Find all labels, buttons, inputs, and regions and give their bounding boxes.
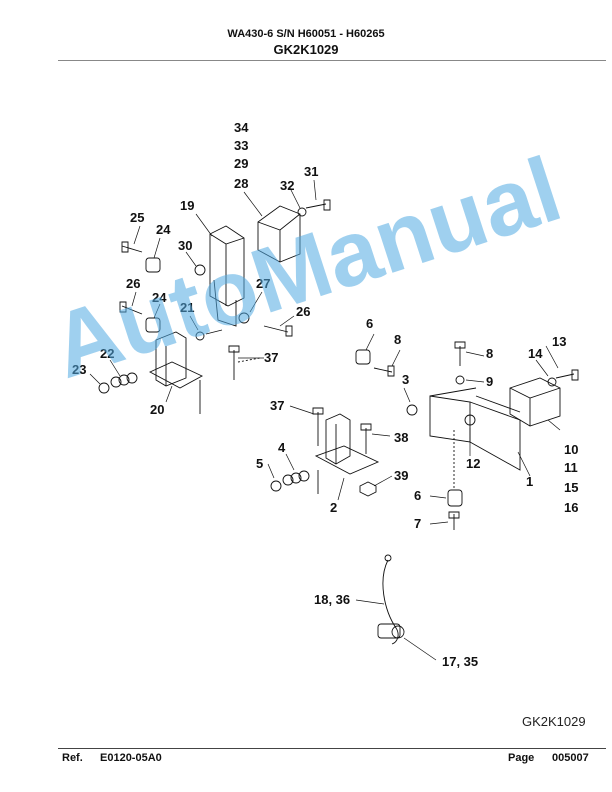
washer-21 — [195, 331, 205, 341]
bolt-8a — [373, 365, 395, 377]
callout-37a: 37 — [264, 350, 278, 365]
callout-1: 1 — [526, 474, 533, 489]
bolt-13 — [555, 369, 579, 381]
callout-12: 12 — [466, 456, 480, 471]
callout-31: 31 — [304, 164, 318, 179]
sleeve-6b — [447, 489, 463, 507]
washer-9 — [455, 375, 465, 385]
part-block-28 — [257, 205, 301, 263]
callout-27: 27 — [256, 276, 270, 291]
nut-5 — [270, 480, 282, 492]
sleeve-24a — [145, 257, 161, 273]
callout-9: 9 — [486, 374, 493, 389]
sleeve-24b — [145, 317, 161, 333]
callout-23: 23 — [72, 362, 86, 377]
callout-19: 19 — [180, 198, 194, 213]
callout-32: 32 — [280, 178, 294, 193]
callout-20: 20 — [150, 402, 164, 417]
callout-2: 2 — [330, 500, 337, 515]
callout-30: 30 — [178, 238, 192, 253]
callout-11: 11 — [564, 460, 578, 475]
bolt-8b — [454, 341, 466, 366]
page-value: 005007 — [552, 752, 589, 764]
bolt-38 — [360, 423, 372, 454]
washer-32 — [297, 207, 307, 217]
callout-15: 15 — [564, 480, 578, 495]
diagram-drawing — [89, 179, 579, 661]
callout-28: 28 — [234, 176, 248, 191]
callout-18-36: 18, 36 — [314, 592, 350, 607]
callout-17-35: 17, 35 — [442, 654, 478, 669]
callout-34: 34 — [234, 120, 249, 135]
washers-4 — [282, 470, 310, 486]
callout-26a: 26 — [126, 276, 140, 291]
nut-23 — [98, 382, 110, 394]
callout-3: 3 — [402, 372, 409, 387]
figure-code-title: GK2K1029 — [273, 42, 339, 57]
header-divider — [58, 60, 606, 61]
part-block-10 — [509, 377, 561, 427]
callout-24a: 24 — [156, 222, 171, 237]
callout-labels: 34 33 29 28 31 32 19 25 24 30 27 26 24 2… — [72, 120, 578, 669]
bolt-31 — [305, 199, 331, 211]
washer-3 — [406, 404, 418, 416]
callout-7: 7 — [414, 516, 421, 531]
callout-24b: 24 — [152, 290, 167, 305]
callout-16: 16 — [564, 500, 578, 515]
callout-29: 29 — [234, 156, 248, 171]
callout-10: 10 — [564, 442, 578, 457]
bolt-25 — [121, 241, 143, 253]
nut-30 — [194, 264, 206, 276]
callout-26b: 26 — [296, 304, 310, 319]
figure-footer-code: GK2K1029 — [522, 714, 586, 729]
bolt-26b — [263, 325, 293, 337]
leader-lines — [89, 179, 561, 661]
part-bracket-19 — [209, 225, 245, 327]
callout-8a: 8 — [394, 332, 401, 347]
nut-39 — [359, 481, 377, 497]
callout-8b: 8 — [486, 346, 493, 361]
callout-25: 25 — [130, 210, 144, 225]
ref-label: Ref. — [62, 752, 83, 764]
callout-5: 5 — [256, 456, 263, 471]
ref-value: E0120-05A0 — [100, 752, 162, 764]
page-label: Page — [508, 752, 535, 764]
callout-13: 13 — [552, 334, 566, 349]
callout-22: 22 — [100, 346, 114, 361]
callout-6b: 6 — [414, 488, 421, 503]
bolt-7 — [448, 511, 460, 530]
nut-27 — [238, 312, 250, 324]
part-bracket-2 — [314, 413, 380, 494]
model-serial-title: WA430-6 S/N H60051 - H60265 — [227, 28, 385, 40]
bolt-26a — [119, 301, 143, 315]
footer-divider — [58, 748, 606, 749]
washer-14 — [547, 377, 557, 387]
callout-6a: 6 — [366, 316, 373, 331]
part-bracket-20 — [148, 331, 203, 414]
nut-12 — [464, 414, 476, 426]
callout-21: 21 — [180, 300, 194, 315]
callout-33: 33 — [234, 138, 248, 153]
callout-38: 38 — [394, 430, 408, 445]
bolt-37a — [228, 345, 240, 380]
callout-37b: 37 — [270, 398, 284, 413]
wire-harness-18-36 — [377, 554, 405, 645]
callout-4: 4 — [278, 440, 286, 455]
washers-22 — [110, 372, 138, 388]
bolt-21 — [205, 329, 223, 335]
bolt-37b — [312, 407, 324, 446]
sleeve-6a — [355, 349, 371, 365]
callout-14: 14 — [528, 346, 543, 361]
callout-39: 39 — [394, 468, 408, 483]
